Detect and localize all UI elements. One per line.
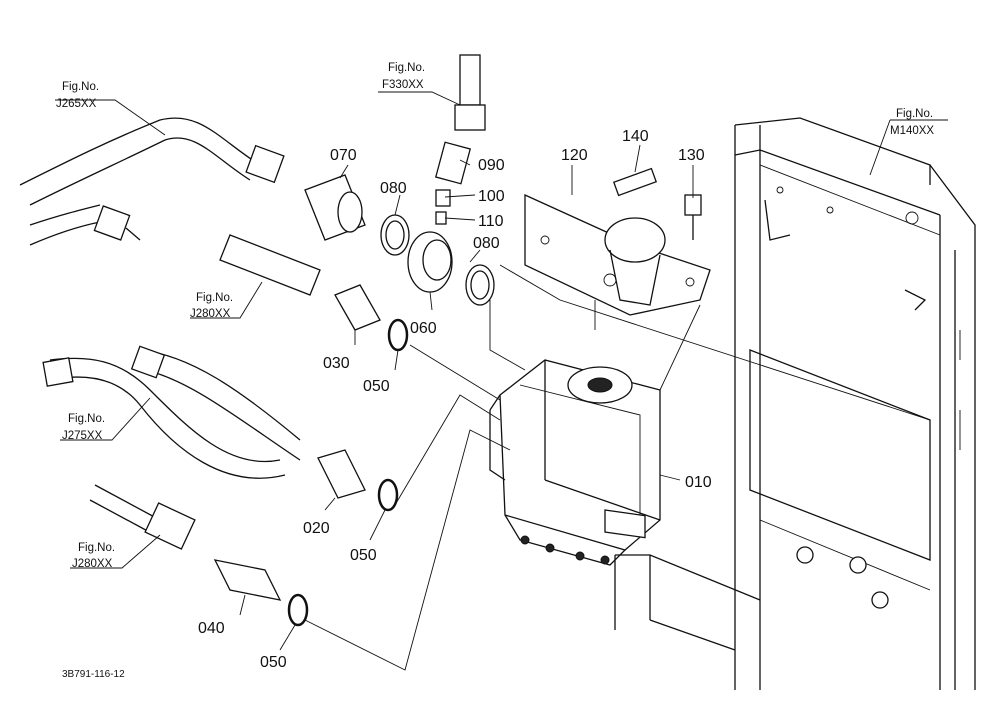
leader-lines <box>55 91 948 671</box>
label-010: 010 <box>685 474 712 491</box>
figref-prefix-m140: Fig.No. <box>896 108 933 120</box>
figref-prefix-j280-upper: Fig.No. <box>196 292 233 304</box>
figref-prefix-j265: Fig.No. <box>62 81 99 93</box>
label-030: 030 <box>323 355 350 372</box>
label-020: 020 <box>303 520 330 537</box>
label-050-b: 050 <box>350 547 377 564</box>
label-040: 040 <box>198 620 225 637</box>
label-120: 120 <box>561 147 588 164</box>
pump-010 <box>489 359 661 566</box>
frame-assembly <box>614 117 976 690</box>
label-050-c: 050 <box>260 654 287 671</box>
figref-prefix-j280-lower: Fig.No. <box>78 542 115 554</box>
fittings <box>213 54 702 627</box>
figref-code-j265: J265XX <box>56 98 97 110</box>
figref-code-j280-upper: J280XX <box>190 308 231 320</box>
figref-code-j275: J275XX <box>62 430 103 442</box>
label-090: 090 <box>478 157 505 174</box>
label-050-a: 050 <box>363 378 390 395</box>
label-100: 100 <box>478 188 505 205</box>
label-080-a: 080 <box>380 180 407 197</box>
figref-code-j280-lower: J280XX <box>72 558 113 570</box>
figref-code-f330: F330XX <box>382 79 424 91</box>
hydraulic-lines <box>19 117 321 550</box>
part-labels: 010 020 030 040 050 050 050 060 070 080 … <box>198 128 712 671</box>
figref-prefix-j275: Fig.No. <box>68 413 105 425</box>
label-070: 070 <box>330 147 357 164</box>
label-060: 060 <box>410 320 437 337</box>
bracket-120 <box>524 193 711 316</box>
label-080-b: 080 <box>473 235 500 252</box>
figref-code-m140: M140XX <box>890 125 934 137</box>
figref-prefix-f330: Fig.No. <box>388 62 425 74</box>
label-130: 130 <box>678 147 705 164</box>
label-110: 110 <box>478 213 504 230</box>
label-140: 140 <box>622 128 649 145</box>
drawing-code: 3B791-116-12 <box>62 669 125 680</box>
figure-references: Fig.No. F330XX Fig.No. J265XX Fig.No. J2… <box>56 62 934 570</box>
